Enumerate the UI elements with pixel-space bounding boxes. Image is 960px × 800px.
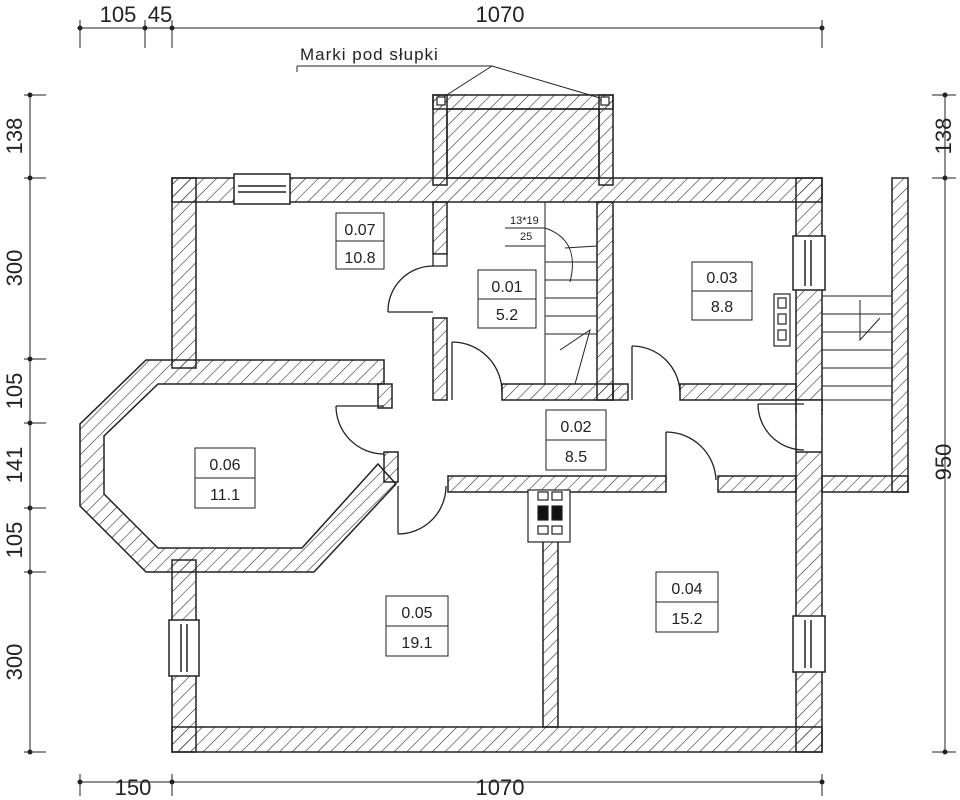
room-0-07: 0.07 10.8 — [335, 212, 385, 270]
door-room-0-04 — [665, 431, 717, 481]
dim-top-0: 105 — [100, 2, 137, 27]
window-left — [168, 619, 200, 677]
window-right-top — [792, 235, 826, 291]
room-0-03: 0.03 8.8 — [691, 261, 753, 321]
room-0-02-number: 0.02 — [560, 419, 591, 436]
pillar-note-text: Marki pod słupki — [300, 45, 439, 64]
dim-right-0: 138 — [931, 118, 956, 155]
dim-left-3: 141 — [2, 447, 27, 484]
exterior-stairs — [822, 295, 892, 401]
door-room-0-05 — [397, 485, 447, 535]
opening-lines — [796, 399, 822, 453]
door-room-0-06-upper — [335, 405, 385, 455]
dim-left-2: 105 — [2, 373, 27, 410]
interior-stairs — [505, 202, 598, 385]
dim-left-4: 105 — [2, 522, 27, 559]
room-0-05: 0.05 19.1 — [385, 595, 449, 657]
dim-top-2: 1070 — [476, 2, 525, 27]
window-right-bottom — [792, 615, 826, 673]
door-room-0-07 — [387, 253, 448, 313]
stair-tread-label: 25 — [520, 231, 532, 243]
dim-bottom-0: 150 — [115, 775, 152, 800]
room-0-06-number: 0.06 — [209, 457, 240, 474]
window-top-left — [233, 173, 291, 205]
room-0-05-area: 19.1 — [401, 635, 432, 652]
room-0-04-area: 15.2 — [671, 611, 702, 628]
room-0-05-number: 0.05 — [401, 605, 432, 622]
room-0-07-area: 10.8 — [344, 250, 375, 267]
dim-left-5: 300 — [2, 644, 27, 681]
room-0-01: 0.01 5.2 — [477, 269, 537, 329]
openings — [797, 400, 821, 452]
dim-left-1: 300 — [2, 250, 27, 287]
room-0-07-number: 0.07 — [344, 222, 375, 239]
dim-top-1: 45 — [148, 2, 172, 27]
room-0-02-area: 8.5 — [565, 449, 587, 466]
walls — [79, 94, 909, 753]
pillar-marker-right — [600, 96, 610, 106]
dim-bottom-1: 1070 — [476, 775, 525, 800]
room-0-03-area: 8.8 — [711, 299, 733, 316]
door-room-0-03 — [631, 345, 681, 400]
room-labels: 0.07 10.8 0.01 5.2 0.03 8.8 0.02 8.5 0.0… — [194, 212, 753, 657]
pillar-markers — [436, 96, 610, 106]
room-0-01-area: 5.2 — [496, 307, 518, 324]
dim-left-0: 138 — [2, 118, 27, 155]
chimney-flues — [527, 489, 571, 543]
room-0-06: 0.06 11.1 — [194, 447, 256, 509]
room-0-06-area: 11.1 — [210, 487, 240, 504]
room-0-04-number: 0.04 — [671, 581, 702, 598]
door-room-0-01 — [451, 341, 503, 400]
dimension-ticks — [27, 25, 948, 785]
dim-right-1: 950 — [931, 444, 956, 481]
room-0-02: 0.02 8.5 — [545, 409, 607, 471]
pillar-note: Marki pod słupki — [296, 45, 601, 99]
stair-step-label: 13*19 — [510, 215, 539, 227]
room-0-01-number: 0.01 — [491, 279, 522, 296]
pillar-marker-left — [436, 96, 446, 106]
vent-grilles — [773, 293, 791, 347]
room-0-04: 0.04 15.2 — [655, 571, 719, 633]
door-entrance — [757, 403, 805, 451]
windows — [168, 173, 826, 677]
room-0-03-number: 0.03 — [706, 270, 737, 287]
doors — [335, 253, 805, 535]
